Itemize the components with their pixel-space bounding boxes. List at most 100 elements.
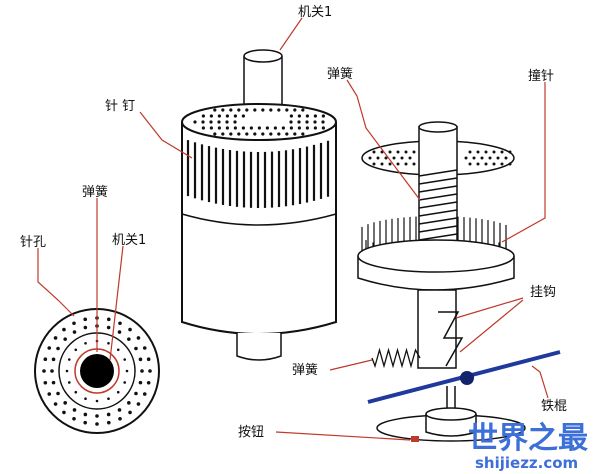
plate-dot <box>396 162 400 166</box>
needle-dot <box>293 132 297 136</box>
watermark-en: shijiezz.com <box>475 454 578 472</box>
pinhole-dot <box>72 330 77 334</box>
plate-dot <box>472 156 476 160</box>
needle-dot <box>225 114 229 118</box>
pinhole-dot <box>47 392 52 396</box>
firing-mechanism <box>357 121 561 442</box>
needle-dot <box>301 108 305 112</box>
leader-hook-a <box>455 297 524 319</box>
leader-striker <box>501 82 546 243</box>
pinhole-dot <box>43 357 48 362</box>
needle-dot <box>285 108 289 112</box>
pinhole-dot <box>125 369 129 373</box>
cylinder-top <box>181 103 337 141</box>
needle-dot <box>193 120 197 124</box>
needle-dot <box>301 132 305 136</box>
leader-hook-b <box>459 299 524 353</box>
label-spring-left: 弹簧 <box>82 184 108 200</box>
plate-dot <box>484 150 488 154</box>
label-switch-left: 机关1 <box>112 233 146 248</box>
needle-dot <box>313 120 317 124</box>
pinhole-dot <box>51 380 56 385</box>
pinhole-dot <box>74 348 78 352</box>
needle-dot <box>229 108 233 112</box>
pinhole-dot <box>56 346 60 351</box>
pinhole-dot <box>117 330 122 334</box>
needle-dot <box>277 132 281 136</box>
pinhole-dot <box>106 420 111 425</box>
pinhole-dot <box>43 380 48 385</box>
top-needle-dots <box>193 108 325 136</box>
plate-dot <box>372 162 376 166</box>
plate-dot <box>468 150 472 154</box>
needle-dot <box>209 114 213 118</box>
needle-dot <box>209 120 213 124</box>
pinhole-dot <box>83 325 88 330</box>
pinhole-dot <box>134 391 138 396</box>
plate-dot <box>392 156 396 160</box>
plate-dot <box>508 162 512 166</box>
pinhole-dot <box>95 422 99 426</box>
leader-switch-left <box>109 245 124 361</box>
plate-dot <box>404 162 408 166</box>
button-marker <box>411 436 419 442</box>
pinhole-dot <box>106 325 111 330</box>
pinhole-dot <box>95 399 99 403</box>
needle-dot <box>305 126 309 130</box>
needle-dot <box>201 120 205 124</box>
needle-dot <box>257 126 261 130</box>
pinhole-dot <box>123 381 127 384</box>
needle-dot <box>281 126 285 130</box>
plate-dot <box>484 162 488 166</box>
pinhole-dot <box>106 317 111 322</box>
pinhole-dot <box>74 390 78 394</box>
pinhole-dot <box>72 416 76 421</box>
pinhole-dot <box>128 410 132 415</box>
needle-dot <box>285 132 289 136</box>
pinhole-dot <box>118 321 122 326</box>
pinhole-dot <box>62 410 66 415</box>
pinhole-dot <box>116 390 120 394</box>
needle-dot <box>217 120 221 124</box>
spring-turn <box>418 209 458 217</box>
leader-spring-bottom <box>329 359 373 371</box>
plate-dot <box>368 156 372 160</box>
plate-dot <box>508 150 512 154</box>
pinhole-dot <box>138 380 143 385</box>
pinhole-dot <box>107 397 110 401</box>
leader-lines <box>37 17 549 441</box>
pinhole-dot <box>134 346 138 351</box>
pinhole-dot <box>106 412 111 417</box>
pinhole-dot <box>63 337 67 341</box>
needle-dot <box>225 126 229 130</box>
pinhole-dot <box>72 408 77 412</box>
leader-switch-top <box>279 17 303 51</box>
pinhole-dot <box>128 327 132 332</box>
label-hook: 挂钩 <box>530 285 556 300</box>
plate-dot <box>500 162 504 166</box>
label-striker: 撞针 <box>528 69 554 84</box>
plate-dot <box>468 162 472 166</box>
plate-dot <box>404 150 408 154</box>
pinhole-dot <box>127 401 131 405</box>
label-pinhole: 针孔 <box>20 235 46 250</box>
plate-dot <box>388 150 392 154</box>
needle-dot <box>313 126 317 130</box>
needle-dot <box>261 132 265 136</box>
leader-pinhole <box>37 248 75 317</box>
needle-dot <box>233 120 237 124</box>
needle-dot <box>289 120 293 124</box>
needle-dot <box>269 132 273 136</box>
needle-dot <box>297 114 301 118</box>
plate-dot <box>480 156 484 160</box>
needle-dot <box>213 132 217 136</box>
pinhole-dot <box>83 412 88 417</box>
plate-dot <box>492 150 496 154</box>
needle-bars <box>186 140 330 208</box>
needle-dot <box>237 132 241 136</box>
plate-dot <box>384 156 388 160</box>
needle-dot <box>289 114 293 118</box>
needle-dot <box>305 120 309 124</box>
needle-dot <box>249 126 253 130</box>
label-switch-top: 机关1 <box>298 5 332 20</box>
